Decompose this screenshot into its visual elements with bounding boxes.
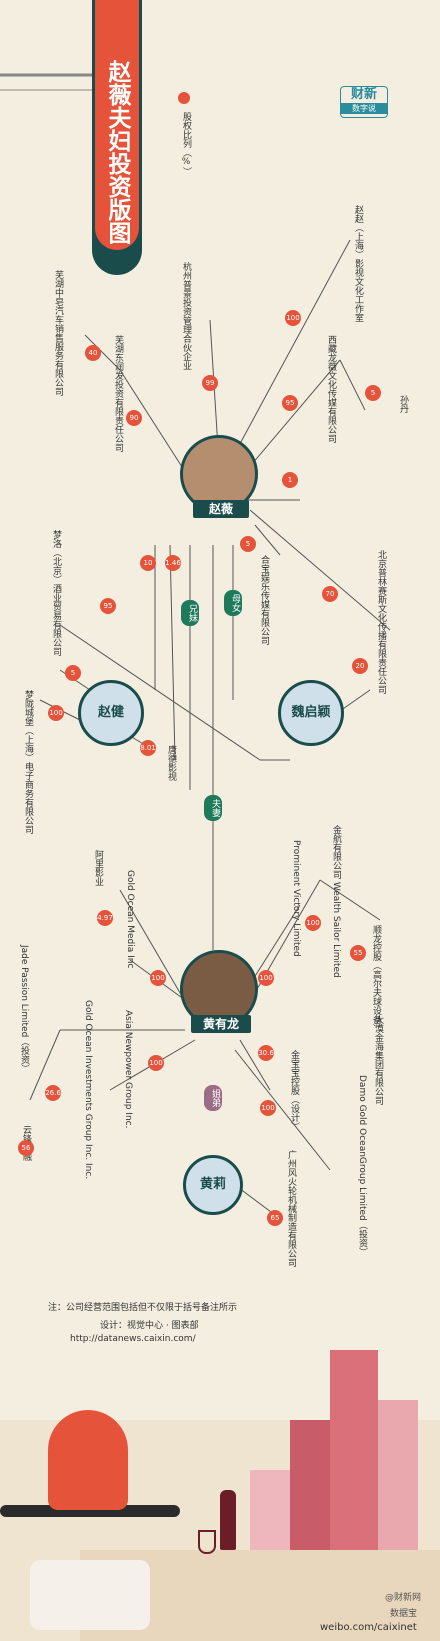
- logo-bottom: 数字说: [341, 103, 387, 114]
- logo-top: 财新: [350, 87, 377, 102]
- share-badge: 65: [267, 1210, 283, 1226]
- company-label: 杭州普景投资管理合伙企业: [181, 262, 191, 370]
- credit: 设计：视觉中心 · 图表部: [100, 1321, 199, 1331]
- share-badge: 100: [150, 970, 166, 986]
- company-partner: 孙丹: [398, 395, 408, 413]
- share-badge: 100: [48, 705, 64, 721]
- share-badge: 10: [140, 555, 156, 571]
- company-label: 金宝宝控股（设计）: [289, 1050, 299, 1131]
- company-label: 芜湖中皂汽车销售服务有限公司: [53, 270, 63, 396]
- share-badge: 95: [282, 395, 298, 411]
- source-url: http://datanews.caixin.com/: [70, 1334, 196, 1344]
- company-label: 赵赵（上海）影视文化工作室: [353, 205, 363, 322]
- share-badge: 20: [352, 658, 368, 674]
- person-zhao-wei[interactable]: 赵薇: [180, 435, 258, 518]
- share-badge: 5: [240, 536, 256, 552]
- company-label: 西藏龙薇文化传媒有限公司: [326, 335, 336, 443]
- company-label: 芜湖东润发投资有限责任公司: [113, 335, 123, 452]
- legend-dot: [178, 92, 190, 104]
- person-huang-li[interactable]: 黄莉: [183, 1155, 243, 1215]
- person-zhao-jian[interactable]: 赵健: [78, 680, 144, 746]
- relation-siblings: 兄妹: [181, 600, 199, 626]
- relation-spouses: 夫妻: [204, 795, 222, 821]
- share-badge: 40: [85, 345, 101, 361]
- company-label: 合宝娱乐传媒有限公司: [259, 555, 269, 645]
- share-badge: 1.46: [165, 555, 181, 571]
- caixin-logo: 财新 数字说: [340, 86, 388, 118]
- company-label: Damo Gold OceanGroup Limited（投资）: [357, 1075, 367, 1257]
- watermark-brand: 数据宝: [390, 1609, 418, 1619]
- watermark-handle: @财新网: [385, 1593, 422, 1603]
- share-badge: 4.97: [97, 910, 113, 926]
- company-label: 梦陇城堡（上海）电子商务有限公司: [23, 690, 33, 834]
- share-badge: 5: [365, 385, 381, 401]
- footnote: 注：公司经营范围包括但不仅限于括号备注所示: [48, 1303, 238, 1313]
- person-zhao-wei-label: 赵薇: [193, 500, 249, 518]
- company-label: 大漠金海集团有限公司: [373, 1015, 383, 1105]
- share-badge: 100: [305, 915, 321, 931]
- share-badge: 70: [322, 586, 338, 602]
- company-label: Asia Newpower Group Inc.: [123, 1010, 133, 1129]
- share-badge: 5: [65, 665, 81, 681]
- watermark-url: weibo.com/caixinet: [320, 1622, 417, 1633]
- share-badge: 100: [260, 1100, 276, 1116]
- share-badge: 95: [100, 598, 116, 614]
- legend-label: 股权比列（%）: [181, 112, 191, 176]
- company-label: 金航有限公司 Wealth Sailor Limited: [331, 825, 341, 978]
- company-label: 阿里影业: [93, 850, 103, 886]
- person-huang-youlong[interactable]: 黄有龙: [180, 950, 258, 1033]
- person-wei-qiying[interactable]: 魏启颖: [278, 680, 344, 746]
- share-badge: 56: [18, 1140, 34, 1156]
- company-label: 梦洛（北京）酒业贸易有限公司: [51, 530, 61, 656]
- company-label: Gold Ocean Investments Group Inc. Inc.: [83, 1000, 93, 1180]
- company-label: Jade Passion Limited（投资）: [19, 945, 29, 1074]
- share-badge: 100: [148, 1055, 164, 1071]
- share-badge: 100: [258, 970, 274, 986]
- share-badge: 8.01: [140, 740, 156, 756]
- company-label: Gold Ocean Media Inc: [125, 870, 135, 969]
- relation-mother-daughter: 母女: [224, 590, 242, 616]
- company-label: 顺龙控股（高尔夫球设备）: [371, 925, 381, 1033]
- share-badge: 100: [285, 310, 301, 326]
- title-banner: 赵薇夫妇投资版图: [92, 0, 142, 275]
- relation-sister-brother: 姐弟: [204, 1085, 222, 1111]
- person-huang-youlong-label: 黄有龙: [191, 1015, 251, 1033]
- page-title: 赵薇夫妇投资版图: [104, 60, 130, 244]
- company-label: Prominent Victory Limited: [291, 840, 301, 957]
- share-badge: 1: [282, 472, 298, 488]
- share-badge: 90: [126, 410, 142, 426]
- company-label: 广州风火轮机械制造有限公司: [286, 1150, 296, 1267]
- share-badge: 55: [350, 945, 366, 961]
- company-label: 唐德影视: [166, 745, 176, 781]
- company-label: 北京普林赛斯文化传播有限责任公司: [376, 550, 386, 694]
- share-badge: 30.6: [258, 1045, 274, 1061]
- share-badge: 99: [202, 375, 218, 391]
- share-badge: 26.6: [45, 1085, 61, 1101]
